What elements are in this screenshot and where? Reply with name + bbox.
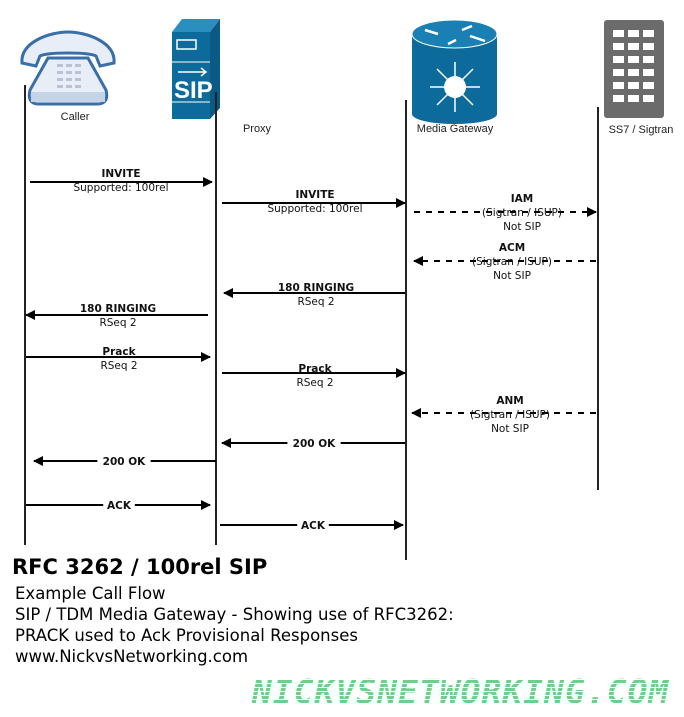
message-detail: Not SIP	[491, 423, 529, 435]
site-logo: NICKVSNETWORKING.COM	[252, 672, 670, 711]
message-arrow: 200 OK	[33, 454, 216, 468]
message-name: ACK	[107, 500, 132, 512]
message-detail: RSeq 2	[296, 377, 333, 389]
message-name: 180 RINGING	[278, 282, 354, 294]
message-name: ACM	[499, 242, 525, 254]
message-arrow: 180 RINGING RSeq 2	[223, 282, 405, 308]
caption-line: PRACK used to Ack Provisional Responses	[15, 626, 358, 645]
message-name: Prack	[102, 346, 136, 358]
message-name: Prack	[298, 363, 332, 375]
message-detail: RSeq 2	[99, 317, 136, 329]
switch-icon	[604, 20, 664, 118]
message-name: INVITE	[295, 189, 334, 201]
caption: RFC 3262 / 100rel SIP Example Call Flow …	[12, 555, 454, 667]
message-arrow: INVITE Supported: 100rel	[222, 189, 406, 215]
message-arrow: ANM (Sigtran / ISUP) Not SIP	[411, 395, 596, 435]
message-detail: Not SIP	[493, 270, 531, 282]
message-detail: (Sigtran / ISUP)	[472, 256, 552, 268]
participant-label: Media Gateway	[417, 123, 494, 135]
sip-server-icon: SIP	[172, 19, 220, 119]
message-detail: (Sigtran / ISUP)	[482, 207, 562, 219]
message-detail: RSeq 2	[100, 360, 137, 372]
participant-label: Caller	[61, 111, 90, 123]
message-name: ACK	[301, 520, 326, 532]
message-name: INVITE	[101, 168, 140, 180]
message-arrow: INVITE Supported: 100rel	[30, 168, 213, 194]
message-arrow: 180 RINGING RSeq 2	[25, 303, 208, 329]
message-detail: Supported: 100rel	[73, 182, 168, 194]
message-name: IAM	[511, 193, 533, 205]
message-arrow: ACM (Sigtran / ISUP) Not SIP	[413, 242, 596, 282]
message-arrow: 200 OK	[221, 436, 405, 450]
message-name: 180 RINGING	[80, 303, 156, 315]
message-arrow: ACK	[26, 498, 211, 512]
participant-label: Proxy	[243, 123, 272, 135]
telephone-icon	[20, 30, 116, 106]
message-name: 200 OK	[293, 438, 336, 450]
caption-line: Example Call Flow	[15, 584, 166, 603]
router-icon	[411, 19, 498, 124]
message-detail: Not SIP	[503, 221, 541, 233]
caption-title: RFC 3262 / 100rel SIP	[12, 555, 268, 579]
message-name: ANM	[496, 395, 523, 407]
caption-url: www.NickvsNetworking.com	[15, 647, 249, 666]
message-detail: (Sigtran / ISUP)	[470, 409, 550, 421]
message-arrow: IAM (Sigtran / ISUP) Not SIP	[414, 193, 597, 233]
message-arrow: ACK	[220, 518, 404, 532]
svg-text:SIP: SIP	[174, 77, 213, 104]
message-detail: RSeq 2	[297, 296, 334, 308]
message-name: 200 OK	[103, 456, 146, 468]
caption-line: SIP / TDM Media Gateway - Showing use of…	[15, 605, 454, 624]
participant-label: SS7 / Sigtran	[609, 124, 674, 136]
message-detail: Supported: 100rel	[267, 203, 362, 215]
